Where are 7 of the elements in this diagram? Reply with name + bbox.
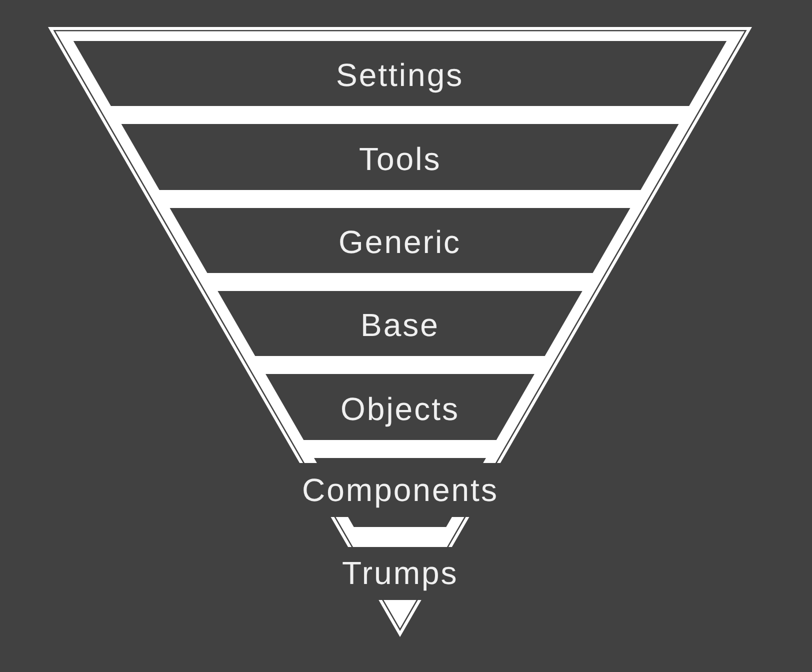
layer-label: Base: [360, 307, 440, 344]
layer-label: Trumps: [341, 555, 460, 592]
layer-label: Settings: [335, 57, 465, 94]
layer-label: Objects: [340, 390, 460, 428]
layer-label: Components: [301, 472, 500, 508]
layer-label: Generic: [338, 224, 462, 261]
layer-label: Tools: [358, 140, 442, 178]
